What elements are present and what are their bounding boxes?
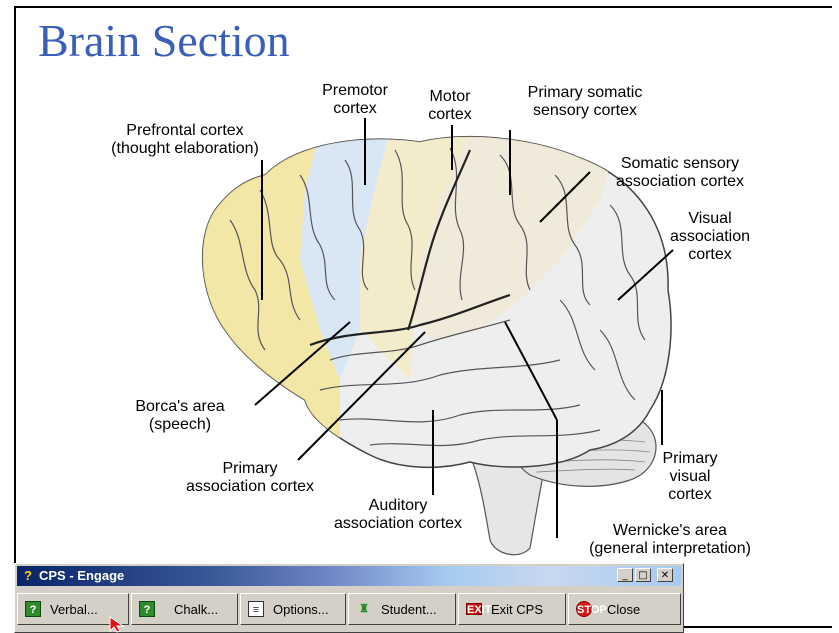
label-primary-somatic-sensory-cortex: Primary somatic sensory cortex <box>495 84 675 120</box>
exit-icon: EXIT <box>466 603 482 615</box>
label-premotor-cortex: Premotor cortex <box>300 82 410 118</box>
help-question-icon: ? <box>25 601 41 617</box>
student-button-label: Student... <box>381 602 437 617</box>
label-visual-association-cortex: Visual association cortex <box>650 210 770 264</box>
options-button-label: Options... <box>273 602 329 617</box>
cps-titlebar[interactable]: ? CPS - Engage _ □ ✕ <box>17 566 681 586</box>
label-prefrontal-cortex: Prefrontal cortex (thought elaboration) <box>75 122 295 158</box>
maximize-button[interactable]: □ <box>635 568 651 582</box>
label-primary-association-cortex: Primary association cortex <box>155 460 345 496</box>
question-icon: ? <box>21 569 35 583</box>
minimize-button[interactable]: _ <box>617 568 633 582</box>
close-window-button[interactable]: ✕ <box>657 568 673 582</box>
label-auditory-association-cortex: Auditory association cortex <box>318 497 478 533</box>
exit-cps-button[interactable]: EXIT Exit CPS <box>458 593 566 625</box>
exit-cps-button-label: Exit CPS <box>491 602 543 617</box>
options-button[interactable]: ≡ Options... <box>240 593 346 625</box>
close-button[interactable]: STOP Close <box>568 593 681 625</box>
student-button[interactable]: ♜ Student... <box>348 593 456 625</box>
chalk-button[interactable]: ? Chalk... <box>131 593 238 625</box>
label-motor-cortex: Motor cortex <box>410 88 490 124</box>
list-icon: ≡ <box>248 601 264 617</box>
label-somatic-sensory-association-cortex: Somatic sensory association cortex <box>585 155 775 191</box>
stop-icon: STOP <box>576 601 592 617</box>
mouse-cursor-icon <box>108 616 132 633</box>
help-question-icon: ? <box>139 601 155 617</box>
label-borcas-area: Borca's area (speech) <box>120 398 240 434</box>
close-button-label: Close <box>607 602 640 617</box>
chalk-button-label: Chalk... <box>174 602 218 617</box>
label-primary-visual-cortex: Primary visual cortex <box>640 450 740 504</box>
verbal-button-label: Verbal... <box>50 602 98 617</box>
student-icon: ♜ <box>356 601 372 617</box>
cps-window-title: CPS - Engage <box>39 568 124 583</box>
label-wernickes-area: Wernicke's area (general interpretation) <box>555 522 785 558</box>
